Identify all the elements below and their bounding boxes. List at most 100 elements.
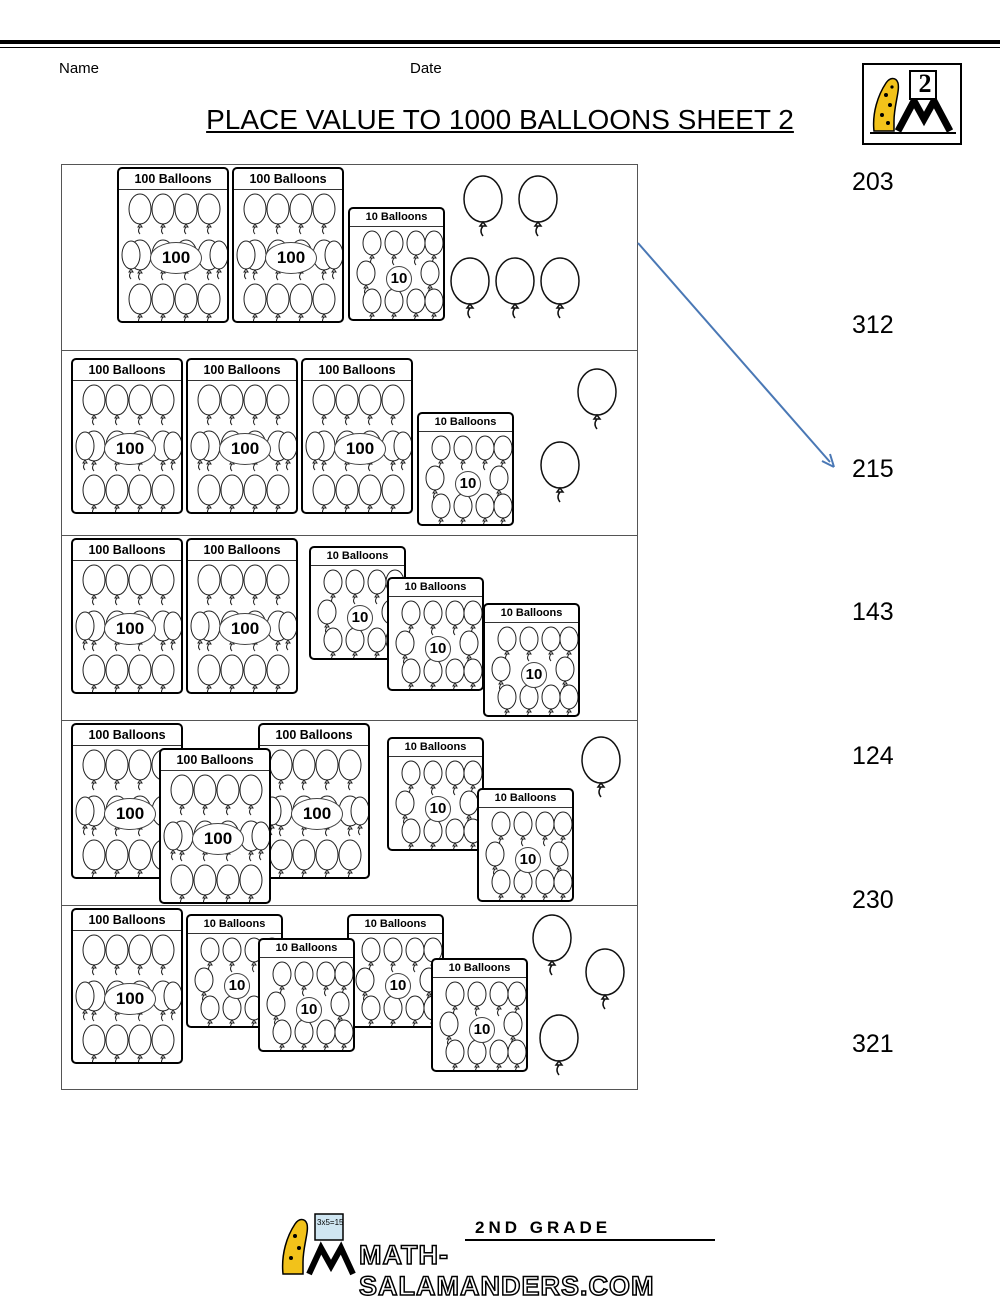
card-header: 100 Balloons: [73, 360, 181, 381]
card-value: 10: [425, 796, 451, 822]
salamander-footer-icon: [281, 1213, 715, 1276]
card-value: 100: [291, 798, 343, 830]
card-header: 100 Balloons: [73, 540, 181, 561]
answer-number[interactable]: 124: [852, 742, 894, 770]
card-value: 10: [224, 973, 250, 999]
hundred-balloons-card: 100 Balloons 100: [186, 538, 298, 694]
card-header: 10 Balloons: [350, 209, 443, 227]
hundred-balloons-card: 100 Balloons 100: [71, 538, 183, 694]
card-header: 100 Balloons: [234, 169, 342, 190]
card-value: 100: [265, 242, 317, 274]
card-value: 100: [104, 983, 156, 1015]
card-header: 100 Balloons: [73, 725, 181, 746]
panel-row: 100 Balloons 100 100 Balloons 100 100 Balloo…: [62, 721, 637, 906]
ten-balloons-card: 10 Balloons 10: [483, 603, 580, 717]
card-header: 10 Balloons: [311, 548, 404, 566]
answer-number[interactable]: 230: [852, 886, 894, 914]
card-value: 100: [192, 823, 244, 855]
single-balloon-icon: [539, 1014, 579, 1076]
ten-balloons-card: 10 Balloons 10: [258, 938, 355, 1052]
balloon-cluster-icon: [266, 961, 353, 1050]
card-value: 100: [219, 613, 271, 645]
top-rule-thin: [0, 47, 1000, 48]
date-label: Date: [410, 60, 442, 77]
card-header: 100 Balloons: [119, 169, 227, 190]
page-title: PLACE VALUE TO 1000 BALLOONS SHEET 2: [206, 104, 794, 135]
balloon-cluster-icon: [439, 981, 526, 1070]
card-header: 10 Balloons: [419, 414, 512, 432]
site-text: MATH-SALAMANDERS.COM: [358, 1239, 655, 1302]
grade-text: 2ND GRADE: [475, 1218, 612, 1237]
panel-row: 100 Balloons 100 10 Balloons 10 10 Balloons 1…: [62, 906, 637, 1089]
ten-balloons-card: 10 Balloons 10: [417, 412, 514, 526]
ten-balloons-card: 10 Balloons 10: [431, 958, 528, 1072]
balloon-cluster-icon: [355, 937, 442, 1026]
card-header: 100 Balloons: [161, 750, 269, 771]
card-value: 10: [385, 973, 411, 999]
single-balloon-icon: [540, 441, 580, 503]
single-balloon-icon: [495, 257, 535, 319]
ten-balloons-card: 10 Balloons 10: [387, 577, 484, 691]
single-balloon-icon: [463, 175, 503, 237]
board-text: 3x5=15: [317, 1218, 344, 1227]
card-value: 10: [347, 605, 373, 631]
single-balloon-icon: [532, 914, 572, 976]
card-header: 10 Balloons: [389, 579, 482, 597]
card-header: 100 Balloons: [303, 360, 411, 381]
card-header: 100 Balloons: [188, 540, 296, 561]
card-header: 100 Balloons: [188, 360, 296, 381]
hundred-balloons-card: 100 Balloons 100: [186, 358, 298, 514]
card-header: 10 Balloons: [389, 739, 482, 757]
single-balloon-icon: [518, 175, 558, 237]
balloon-cluster-icon: [395, 760, 482, 849]
answer-number[interactable]: 321: [852, 1030, 894, 1058]
balloon-cluster-icon: [395, 600, 482, 689]
hundred-balloons-card: 100 Balloons 100: [232, 167, 344, 323]
panel-row: 100 Balloons 100 100 Balloons 100 10 Balloon…: [62, 536, 637, 721]
name-label: Name: [59, 60, 100, 77]
single-balloon-icon: [581, 736, 621, 798]
balloon-cluster-icon: [485, 811, 572, 900]
single-balloon-icon: [540, 257, 580, 319]
answer-number[interactable]: 312: [852, 311, 894, 339]
ten-balloons-card: 10 Balloons 10: [387, 737, 484, 851]
card-value: 10: [296, 997, 322, 1023]
top-rule-thick: [0, 40, 1000, 44]
balloon-cluster-icon: [425, 435, 512, 524]
answer-number[interactable]: 143: [852, 598, 894, 626]
card-header: 10 Balloons: [433, 960, 526, 978]
footer-logo: 3x5=15 2ND GRADE MATH-SALAMANDERS.COM: [275, 1212, 735, 1302]
salamander-logo-icon: [870, 70, 956, 134]
card-header: 100 Balloons: [260, 725, 368, 746]
card-value: 10: [455, 471, 481, 497]
card-header: 10 Balloons: [188, 916, 281, 934]
card-value: 10: [521, 662, 547, 688]
hundred-balloons-card: 100 Balloons 100: [71, 908, 183, 1064]
single-balloon-icon: [577, 368, 617, 430]
card-value: 10: [425, 636, 451, 662]
balloon-cluster-icon: [491, 626, 578, 715]
card-value: 10: [469, 1017, 495, 1043]
answer-number[interactable]: 215: [852, 455, 894, 483]
card-value: 100: [104, 613, 156, 645]
card-value: 100: [219, 433, 271, 465]
balloon-cluster-icon: [356, 230, 443, 319]
card-value: 100: [334, 433, 386, 465]
card-value: 100: [104, 433, 156, 465]
card-header: 10 Balloons: [485, 605, 578, 623]
single-balloon-icon: [585, 948, 625, 1010]
card-header: 10 Balloons: [479, 790, 572, 808]
answer-number[interactable]: 203: [852, 168, 894, 196]
card-header: 10 Balloons: [260, 940, 353, 958]
hundred-balloons-card: 100 Balloons 100: [159, 748, 271, 904]
salamander-grade-logo: 2: [862, 63, 962, 145]
card-header: 100 Balloons: [73, 910, 181, 931]
